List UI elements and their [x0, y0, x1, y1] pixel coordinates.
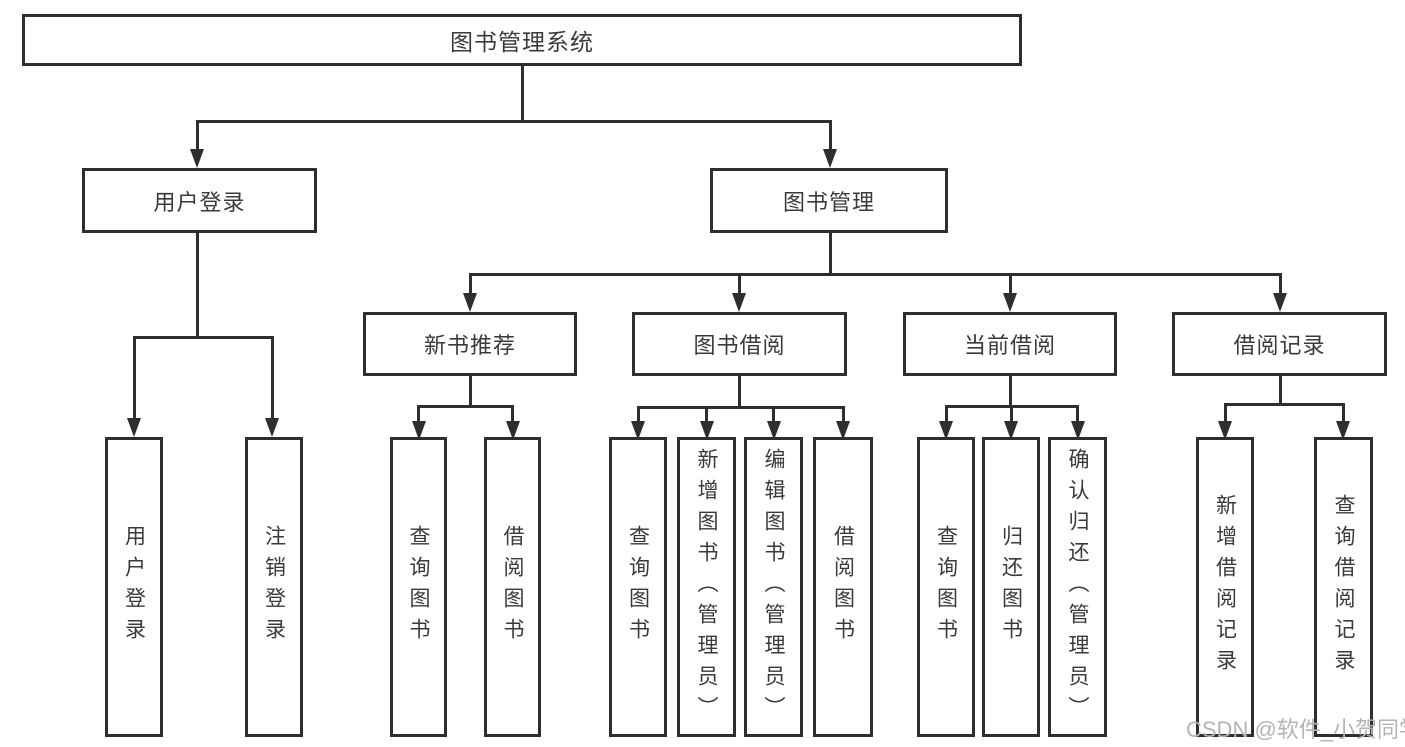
node-label: 新增借阅记录: [1213, 494, 1237, 680]
node-label: 图书管理: [782, 189, 875, 215]
connector-line: [737, 273, 741, 295]
node-label: 查询图书: [626, 525, 650, 649]
node-label: 查询借阅记录: [1332, 494, 1355, 680]
node-label: 确认归还（管理员）: [1066, 447, 1089, 727]
connector-line: [468, 273, 472, 295]
connector-line: [195, 233, 199, 339]
node-label: 编辑图书（管理员）: [762, 447, 785, 727]
arrow-down-icon: [505, 421, 520, 440]
node-book-borrowing: 图书借阅: [632, 312, 847, 376]
node-user-login: 用户登录: [82, 168, 317, 233]
arrow-down-icon: [732, 293, 746, 312]
node-label: 图书管理系统: [450, 29, 594, 55]
connector-line: [132, 336, 274, 339]
node-label: 查询图书: [934, 525, 958, 649]
connector-line: [1008, 376, 1012, 408]
node-label: 新增图书（管理员）: [695, 447, 718, 727]
leaf-logout: 注销登录: [245, 437, 303, 737]
arrow-down-icon: [836, 421, 850, 440]
arrow-down-icon: [190, 149, 204, 168]
leaf-query-books-borrow: 查询图书: [609, 437, 667, 737]
connector-line: [468, 376, 472, 408]
arrow-down-icon: [699, 421, 714, 440]
connector-line: [511, 405, 514, 423]
node-label: 当前借阅: [963, 333, 1056, 358]
node-library-management-system: 图书管理系统: [22, 14, 1022, 66]
node-label: 图书借阅: [693, 333, 786, 358]
arrow-down-icon: [1218, 421, 1232, 440]
arrow-down-icon: [411, 421, 426, 440]
arrow-down-icon: [265, 418, 279, 437]
connector-line: [1341, 403, 1345, 423]
arrow-down-icon: [127, 418, 141, 437]
arrow-down-icon: [1273, 293, 1287, 312]
connector-line: [944, 405, 948, 423]
arrow-down-icon: [1003, 293, 1017, 312]
leaf-query-books-current: 查询图书: [917, 437, 975, 737]
node-label: 借阅图书: [501, 525, 524, 649]
connector-line: [828, 233, 832, 276]
arrow-down-icon: [463, 293, 477, 312]
arrow-down-icon: [631, 421, 645, 440]
node-borrowing-records: 借阅记录: [1172, 312, 1387, 376]
csdn-watermark: CSDN @软件_小贺同学: [1186, 717, 1405, 742]
leaf-add-books-admin: 新增图书（管理员）: [677, 437, 736, 737]
arrow-down-icon: [939, 421, 953, 440]
connector-line: [1223, 403, 1345, 406]
connector-line: [195, 120, 199, 151]
connector-line: [1009, 405, 1013, 423]
connector-line: [468, 273, 1282, 276]
node-label: 注销登录: [262, 525, 286, 649]
connector-line: [195, 120, 832, 123]
connector-line: [1278, 273, 1282, 295]
node-label: 新书推荐: [423, 333, 516, 358]
node-label: 用户登录: [122, 525, 146, 649]
node-label: 用户登录: [153, 189, 246, 215]
node-new-book-recommendation: 新书推荐: [363, 312, 577, 376]
leaf-user-login: 用户登录: [105, 437, 163, 737]
arrow-down-icon: [823, 149, 837, 168]
connector-line: [1008, 273, 1012, 295]
connector-line: [841, 406, 845, 423]
leaf-borrow-books: 借阅图书: [813, 437, 873, 737]
leaf-query-borrow-record: 查询借阅记录: [1314, 437, 1373, 737]
connector-line: [1223, 403, 1227, 423]
connector-line: [520, 66, 524, 123]
leaf-edit-books-admin: 编辑图书（管理员）: [744, 437, 803, 737]
leaf-add-borrow-record: 新增借阅记录: [1196, 437, 1254, 737]
connector-line: [417, 405, 420, 423]
connector-line: [772, 406, 775, 423]
leaf-confirm-return-admin: 确认归还（管理员）: [1048, 437, 1107, 737]
leaf-return-books: 归还图书: [982, 437, 1040, 737]
arrow-down-icon: [1004, 421, 1018, 440]
connector-line: [1278, 376, 1282, 406]
connector-line: [636, 406, 640, 423]
arrow-down-icon: [766, 421, 781, 440]
node-label: 归还图书: [999, 525, 1023, 649]
connector-line: [828, 120, 832, 151]
connector-line: [738, 376, 741, 409]
connector-line: [705, 406, 708, 423]
node-current-borrowing: 当前借阅: [903, 312, 1117, 376]
connector-line: [1076, 405, 1079, 423]
connector-line: [270, 336, 274, 422]
leaf-borrow-books-recommend: 借阅图书: [484, 437, 541, 737]
node-label: 借阅图书: [831, 525, 855, 649]
node-label: 查询图书: [407, 525, 430, 649]
node-label: 借阅记录: [1233, 333, 1326, 358]
node-book-management: 图书管理: [710, 168, 948, 233]
connector-line: [417, 405, 514, 408]
connector-line: [636, 406, 845, 409]
arrow-down-icon: [1070, 421, 1085, 440]
leaf-query-books-recommend: 查询图书: [390, 437, 447, 737]
arrow-down-icon: [1336, 421, 1350, 440]
connector-line: [132, 336, 136, 422]
